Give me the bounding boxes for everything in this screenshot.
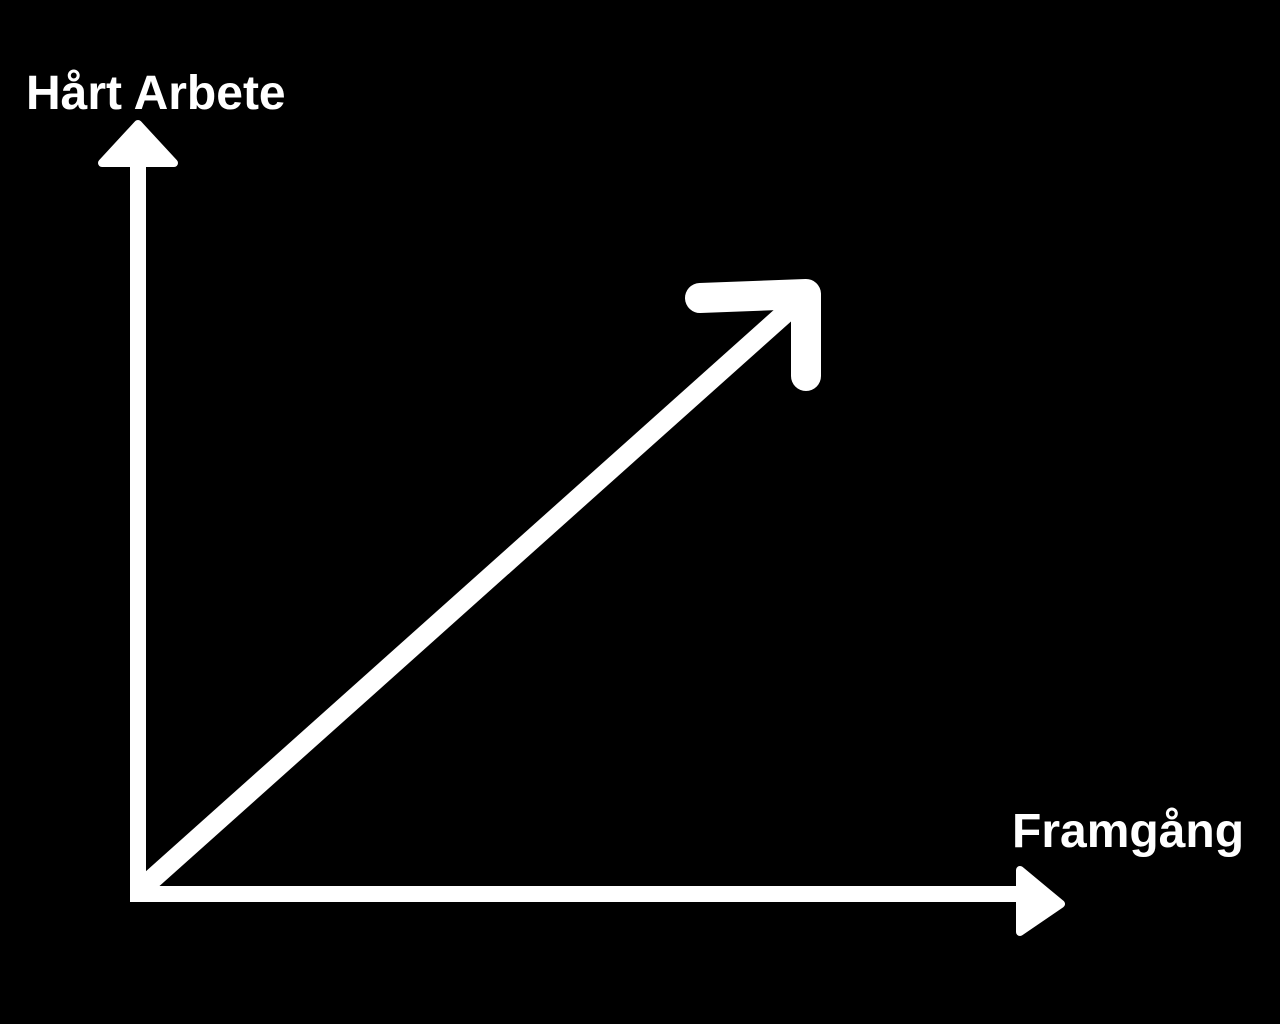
x-axis-arrowhead — [1016, 866, 1065, 936]
y-axis-label: Hårt Arbete — [26, 67, 286, 120]
y-axis-arrowhead — [98, 120, 178, 167]
diagonal-arrow-line — [133, 292, 807, 898]
x-axis-label: Framgång — [1012, 805, 1245, 858]
diagonal-arrowhead — [685, 279, 821, 391]
